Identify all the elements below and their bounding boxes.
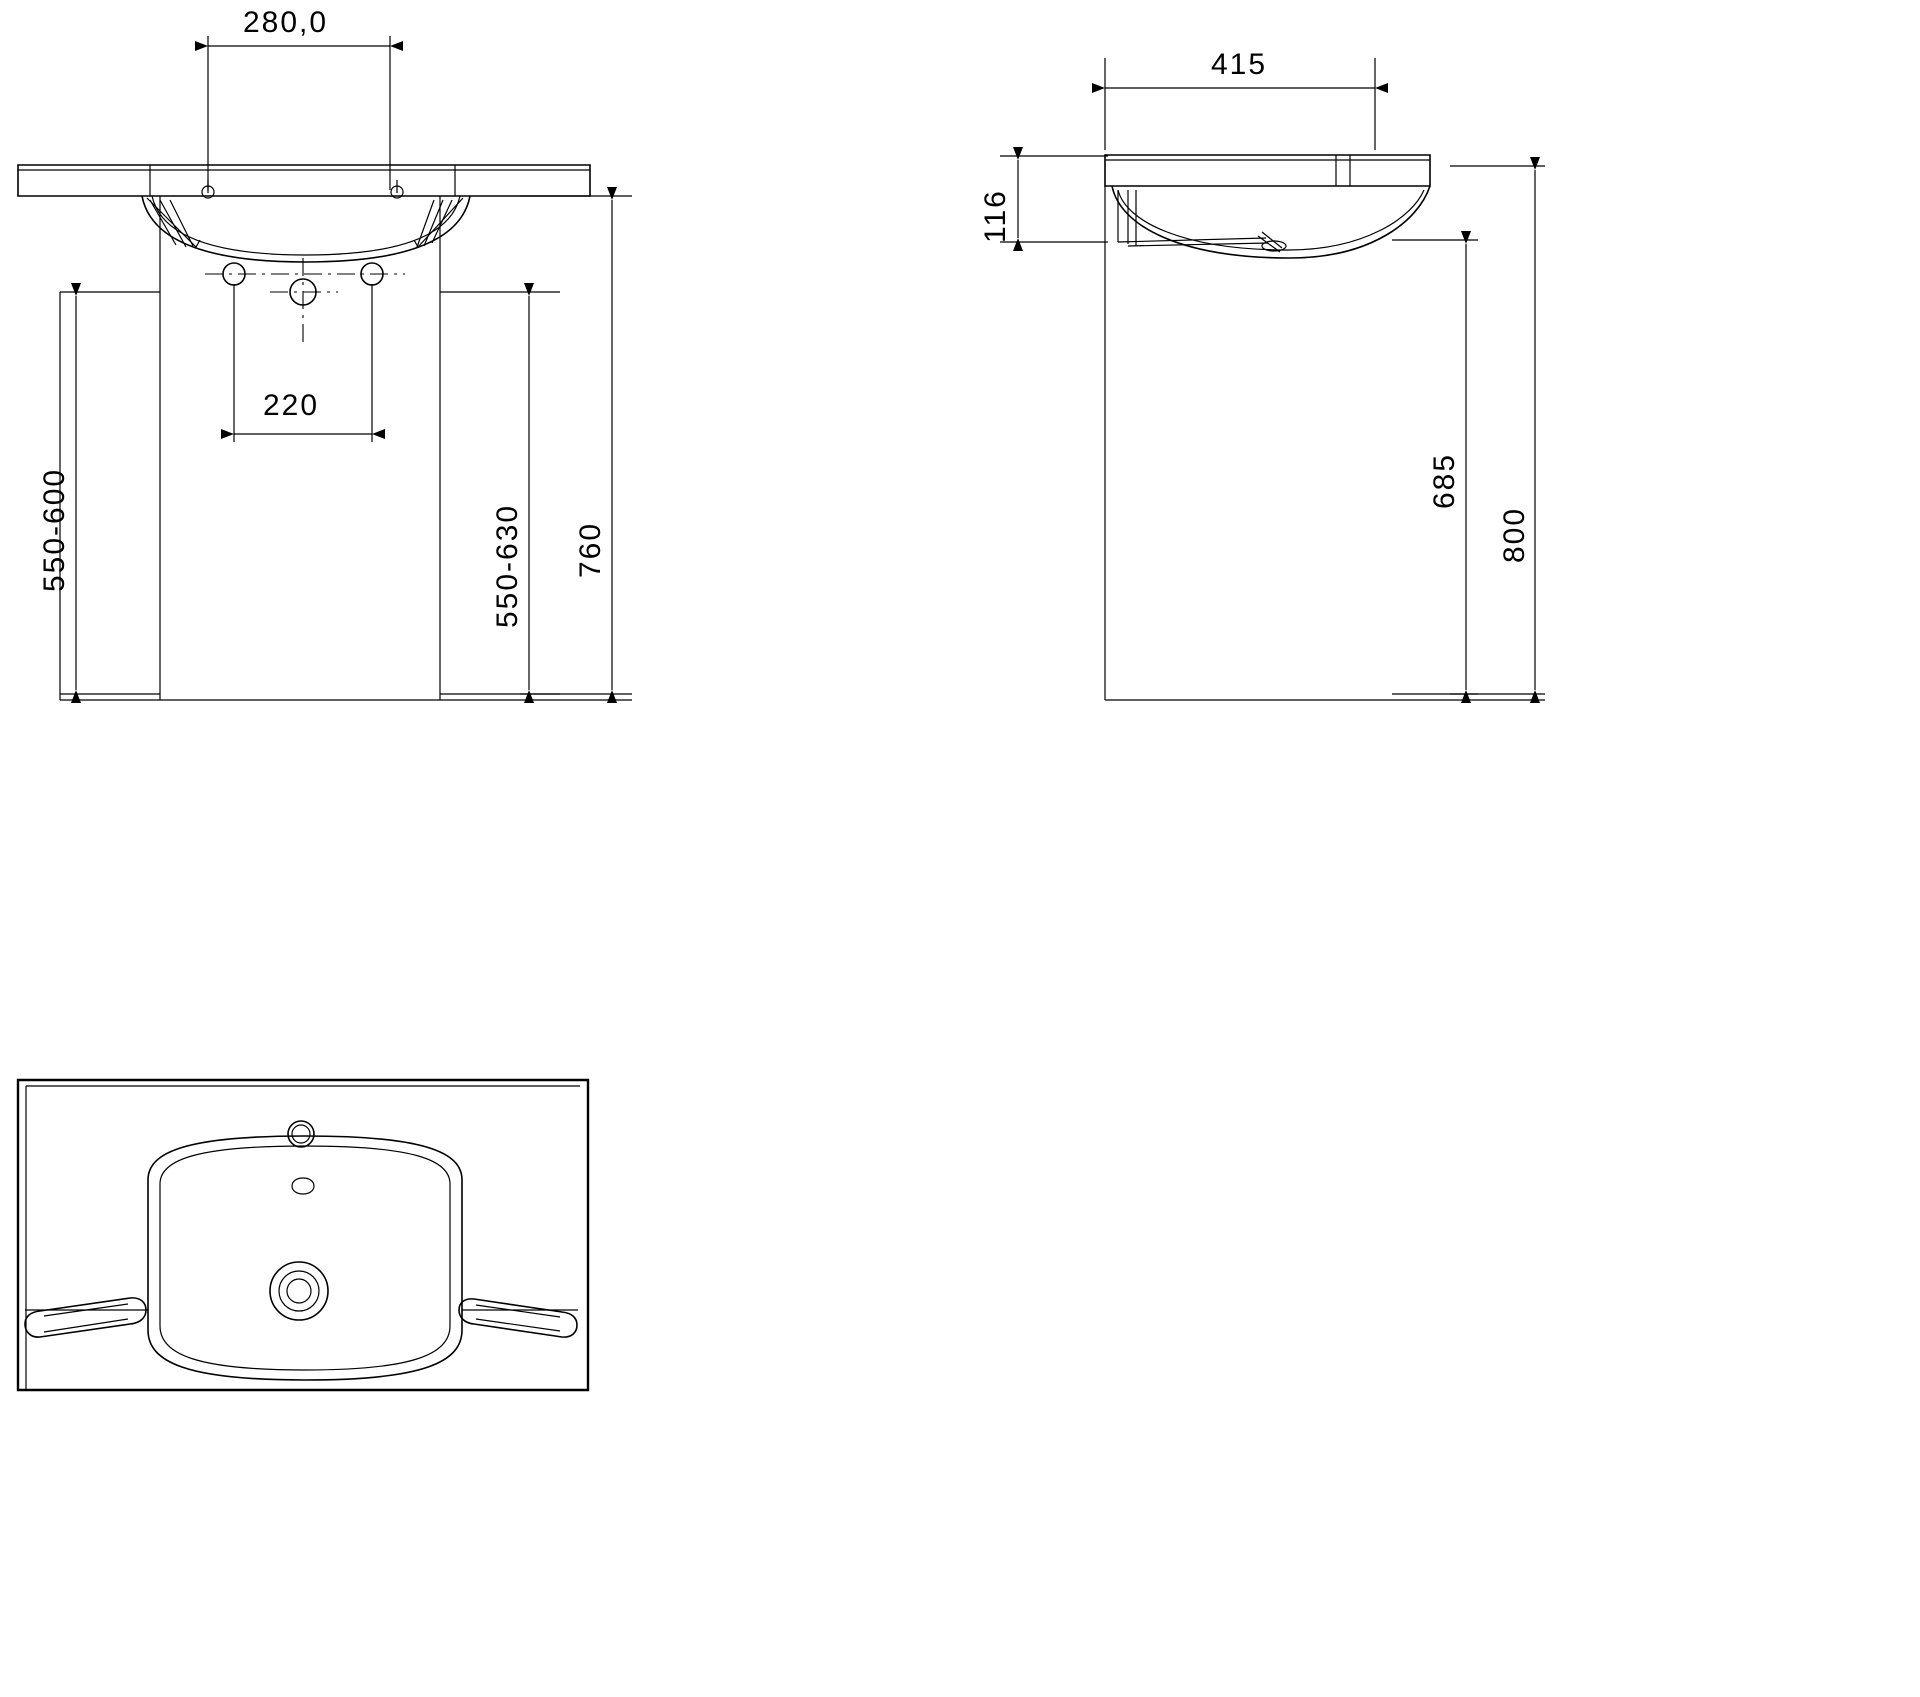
plan-view-geometry [16, 1078, 590, 1392]
dimension-label-front-fixing-spacing: 220 [263, 389, 320, 422]
dimension-label-side-overall-height: 800 [1498, 506, 1531, 563]
dimension-label-front-overall-height: 760 [574, 521, 607, 578]
dimension-label-front-right-height-range: 550-630 [491, 503, 524, 628]
front-elevation-geometry [17, 36, 632, 703]
dimension-label-side-apron-height: 116 [979, 189, 1012, 243]
dimension-label-front-top-width: 280,0 [243, 6, 329, 39]
dimension-label-side-mid-height: 685 [1428, 452, 1461, 509]
dimension-label-side-depth: 415 [1211, 48, 1268, 81]
dimension-label-front-left-height-range: 550-600 [38, 467, 71, 592]
side-elevation-geometry [1000, 58, 1545, 703]
